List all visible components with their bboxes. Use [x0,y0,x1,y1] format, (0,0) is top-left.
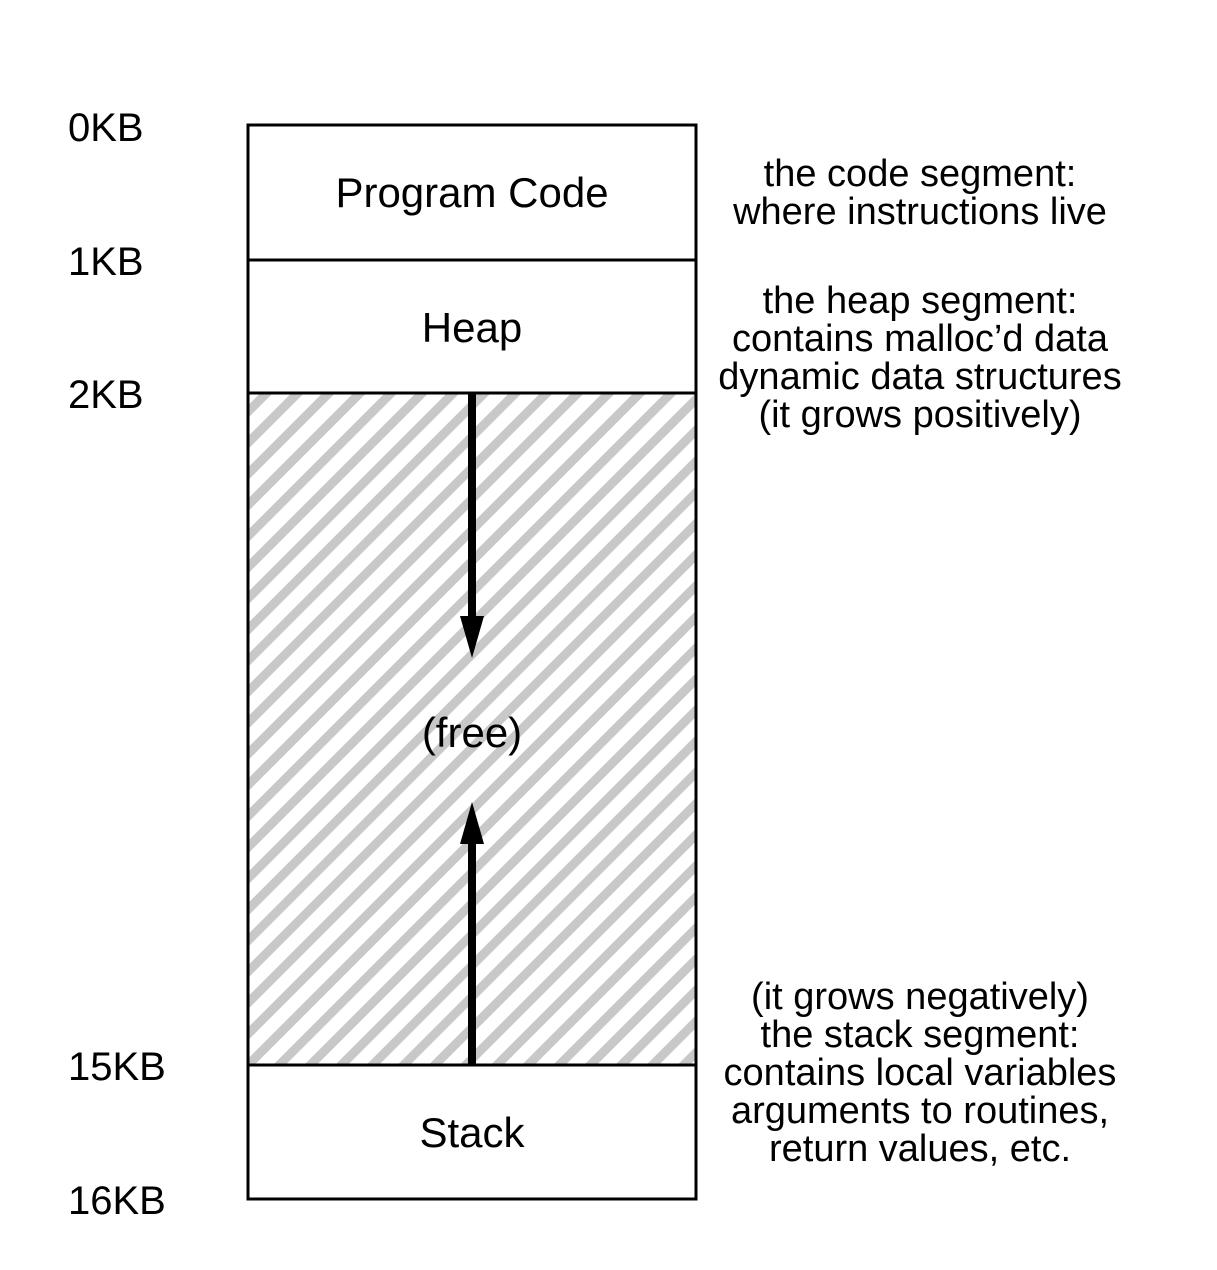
address-label-2kb: 2KB [68,373,144,417]
annotation-line: arguments to routines, [730,1090,1110,1132]
annotation-line: (it grows positively) [758,394,1082,436]
annotation-line: contains malloc’d data [732,318,1108,360]
annotation-code-segment: the code segment: where instructions liv… [700,155,1140,231]
annotation-line: return values, etc. [768,1128,1072,1170]
annotation-line: (it grows negatively) [751,976,1089,1018]
annotation-line: the code segment: [763,153,1077,195]
segment-label-program-code: Program Code [335,169,609,216]
address-space-box [246,123,698,1201]
annotation-line: where instructions live [733,191,1107,233]
segment-label-heap: Heap [421,304,523,351]
segment-label-free: (free) [421,709,523,756]
annotation-heap-segment: the heap segment: contains malloc’d data… [700,282,1140,434]
annotation-line: dynamic data structures [718,356,1122,398]
address-label-0kb: 0KB [68,106,144,150]
heap-growth-arrow [460,393,484,658]
address-label-16kb: 16KB [68,1179,166,1223]
address-label-15kb: 15KB [68,1045,166,1089]
annotation-stack-segment: (it grows negatively) the stack segment:… [700,978,1140,1168]
segment-label-stack: Stack [419,1109,525,1156]
annotation-line: the stack segment: [760,1014,1080,1056]
annotation-line: contains local variables [723,1052,1117,1094]
address-label-1kb: 1KB [68,240,144,284]
stack-growth-arrow [460,802,484,1065]
annotation-line: the heap segment: [762,280,1078,322]
